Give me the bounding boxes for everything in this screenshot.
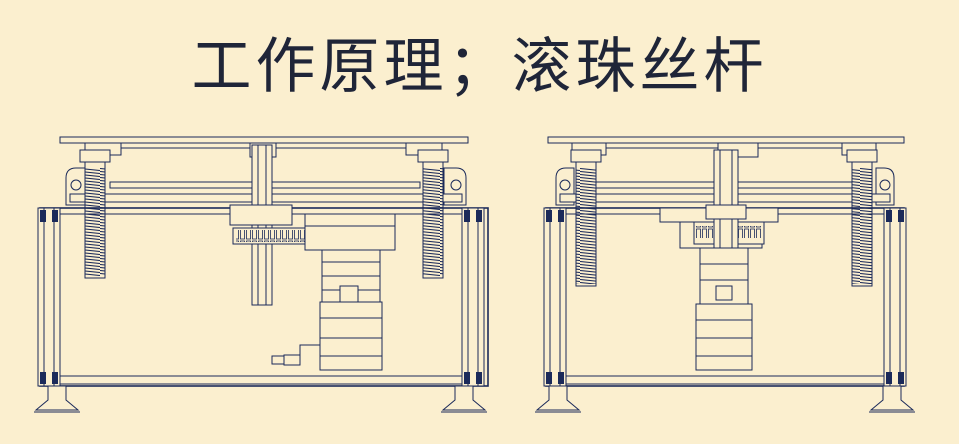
motor — [319, 301, 383, 371]
page-title: 工作原理；滚珠丝杆 — [191, 32, 768, 102]
top-plate-2 — [547, 136, 905, 144]
motor-2 — [695, 303, 753, 371]
top-plate — [59, 136, 469, 144]
left-lift-assembly — [34, 136, 489, 413]
right-lift-assembly — [535, 136, 915, 413]
